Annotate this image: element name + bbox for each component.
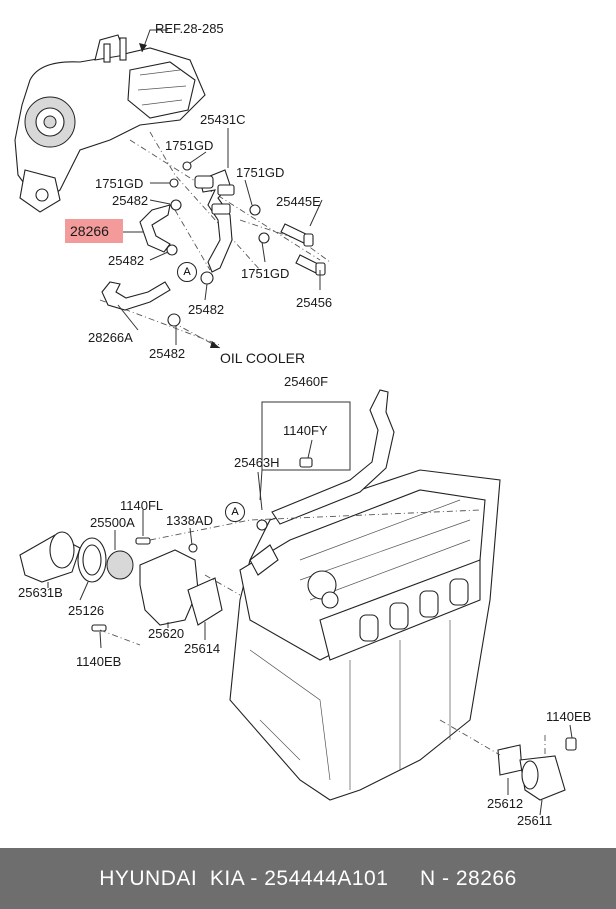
- parts-diagram: REF.28-285 25431C 1751GD 1751GD 1751GD 2…: [14, 21, 592, 828]
- part-28266-highlight: [65, 219, 123, 243]
- oil-cooler-label: OIL COOLER: [220, 350, 306, 366]
- part-25482-label-b: 25482: [108, 253, 145, 268]
- part-25614-label: 25614: [184, 641, 221, 656]
- footer-bar: HYUNDAI KIA - 254444A101 N - 28266: [0, 848, 616, 909]
- part-1140eb-label-a: 1140EB: [76, 654, 122, 669]
- part-1140fl-label: 1140FL: [120, 498, 164, 513]
- part-25482-label-a: 25482: [112, 193, 149, 208]
- hose-28266a-drawing: [101, 281, 171, 311]
- part-1751gd-label-d: 1751GD: [241, 266, 290, 281]
- part-28266-label: 28266: [70, 223, 109, 239]
- part-1338ad-label: 1338AD: [166, 513, 213, 528]
- thermostat-assembly-drawing: [19, 531, 223, 632]
- footer-text: HYUNDAI KIA - 254444A101 N - 28266: [99, 866, 517, 890]
- engine-block-drawing: [229, 469, 501, 801]
- part-25482-label-d: 25482: [149, 346, 186, 361]
- part-25500a-label: 25500A: [90, 515, 135, 530]
- part-25631b-label: 25631B: [18, 585, 63, 600]
- hose-28266-drawing: [139, 204, 171, 253]
- part-25612-label: 25612: [487, 796, 524, 811]
- part-25445e-label: 25445E: [276, 194, 321, 209]
- turbocharger-drawing: [14, 34, 206, 213]
- callout-a-bottom: A: [225, 502, 245, 522]
- part-25456-label: 25456: [296, 295, 333, 310]
- part-25463h-label: 25463H: [234, 455, 280, 470]
- part-25431c-label: 25431C: [200, 112, 246, 127]
- part-25482-label-c: 25482: [188, 302, 225, 317]
- part-25126-label: 25126: [68, 603, 105, 618]
- part-1140fy-label: 1140FY: [283, 423, 328, 438]
- callout-a-top: A: [177, 262, 197, 282]
- pipe-25460f-drawing: [256, 389, 395, 531]
- part-25460f-label: 25460F: [284, 374, 329, 389]
- part-28266a-label: 28266A: [88, 330, 133, 345]
- part-1751gd-label-c: 1751GD: [236, 165, 285, 180]
- housing-25611-drawing: [497, 737, 577, 801]
- part-1751gd-label-a: 1751GD: [165, 138, 214, 153]
- part-1140eb-label-b: 1140EB: [546, 709, 592, 724]
- part-1751gd-label-b: 1751GD: [95, 176, 144, 191]
- pipe-25431c-drawing: [194, 169, 235, 273]
- diagram-drawing: [14, 29, 577, 816]
- part-25611-label: 25611: [517, 813, 553, 828]
- part-25620-label: 25620: [148, 626, 185, 641]
- ref-label: REF.28-285: [155, 21, 224, 36]
